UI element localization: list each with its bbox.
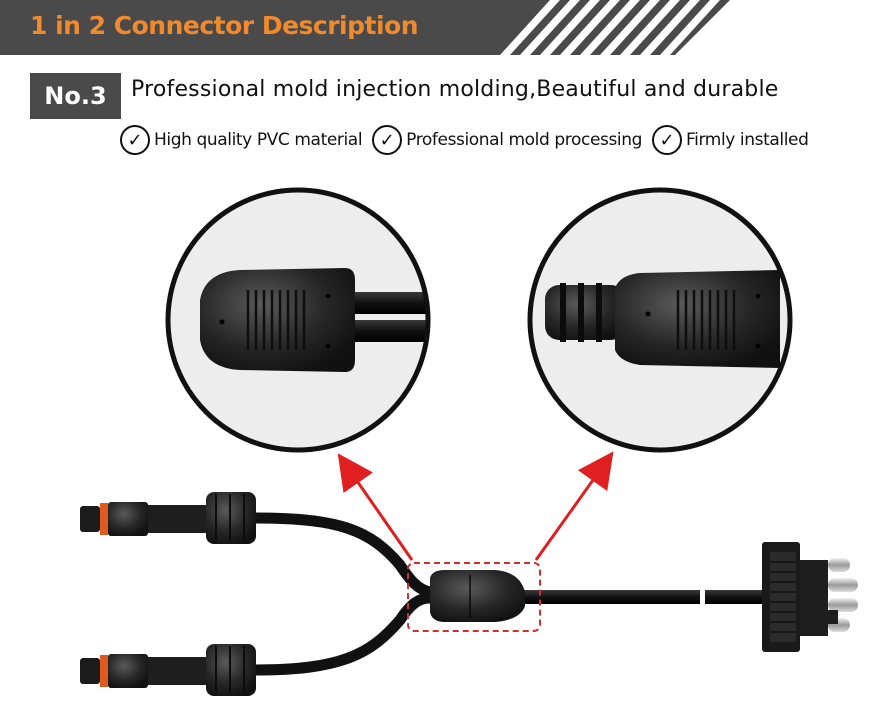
highlight-box (407, 562, 541, 632)
feature-label: Professional mold processing (406, 130, 643, 150)
zoom-circle-right (527, 187, 793, 453)
banner-stripes (500, 0, 880, 55)
banner-title: 1 in 2 Connector Description (30, 11, 419, 40)
feature-item: ✓ High quality PVC material (120, 125, 363, 155)
feature-label: Firmly installed (686, 130, 809, 150)
waterproof-connector-top (80, 492, 256, 544)
section-headline: Professional mold injection molding,Beau… (131, 77, 779, 102)
feature-list: ✓ High quality PVC material ✓ Profession… (120, 122, 865, 158)
four-pin-flat-plug (762, 542, 858, 652)
section-badge: No.3 (30, 73, 121, 119)
header-banner: 1 in 2 Connector Description (0, 0, 880, 55)
feature-item: ✓ Professional mold processing (372, 125, 642, 155)
checkmark-circle-icon: ✓ (120, 125, 150, 155)
callout-arrows (337, 451, 614, 561)
feature-label: High quality PVC material (154, 130, 363, 150)
y-cable-product (80, 492, 858, 696)
checkmark-circle-icon: ✓ (652, 125, 683, 155)
checkmark-circle-icon: ✓ (372, 125, 403, 155)
feature-item: ✓ Firmly installed (652, 125, 809, 155)
zoom-circle-left (165, 187, 431, 453)
waterproof-connector-bottom (80, 644, 256, 696)
